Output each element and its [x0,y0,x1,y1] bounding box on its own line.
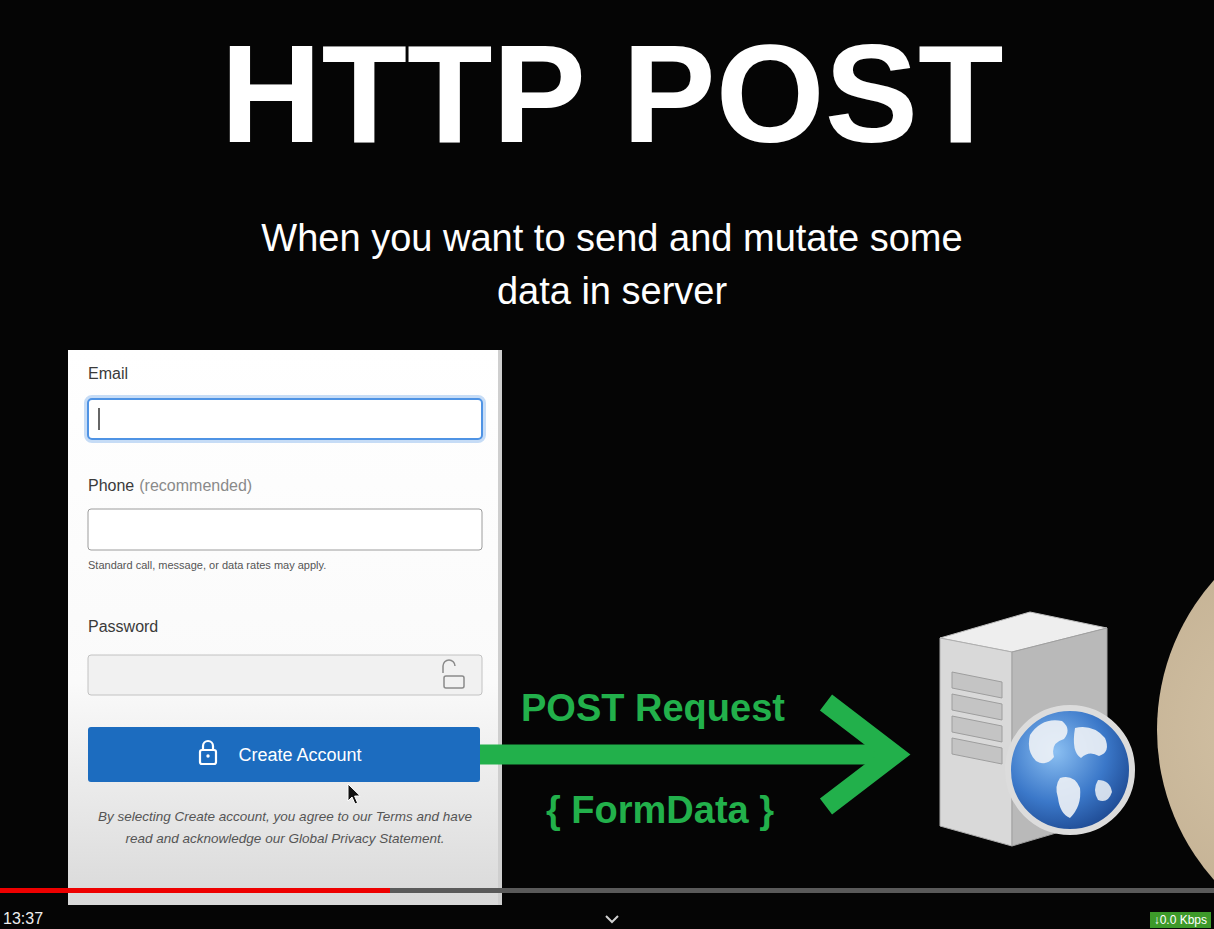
submit-button: Create Account [88,727,480,782]
field-label: Phone [88,476,134,496]
drive-bay [952,672,1002,698]
chevron-down [606,916,618,922]
card-panel [68,350,502,905]
arrow-shaft [480,745,889,765]
title: HTTP POST [220,24,1003,164]
photo-circle [1157,504,1214,929]
terms-note: By selecting Create account, you agree t… [95,806,475,850]
progress-track [0,888,1214,893]
focus-glow [86,397,484,441]
unlock-icon [444,676,464,688]
arrow-head [826,703,894,807]
payload-label: { FormData } [546,788,774,832]
progress-played [0,888,390,893]
field-note: Standard call, message, or data rates ma… [88,558,326,572]
field-label: Password [88,617,158,637]
server-front [940,638,1012,846]
form-card: EmailPhone(recommended) Standard call, me… [68,350,502,905]
input-field [88,399,482,439]
lock-icon [200,750,216,764]
time-stamp: 13:37 [3,909,43,928]
continent [1056,777,1080,818]
drive-bay [952,716,1002,742]
edge-label: POST Request [521,686,785,730]
input-field [88,655,482,695]
subtitle: When you want to send and mutate some da… [242,212,982,318]
globe [1008,708,1132,832]
server-node [912,640,1112,870]
lock-keyhole [206,754,209,757]
lock-shackle [203,741,213,750]
field-label: Email [88,364,128,384]
button-label: Create Account [238,744,361,766]
drive-bay [952,738,1002,764]
continent [1029,720,1068,763]
text-cursor [98,408,100,430]
field-hint: (recommended) [139,476,252,496]
mouse-pointer [348,784,360,804]
card-edge [498,350,502,905]
button-fill [88,727,480,782]
continent [1095,780,1112,801]
bitrate-badge: ↓0.0 Kbps [1150,912,1211,928]
continent [1074,727,1107,758]
input-field [88,509,482,550]
unlock-shackle [443,660,455,673]
drive-bay [952,694,1002,720]
